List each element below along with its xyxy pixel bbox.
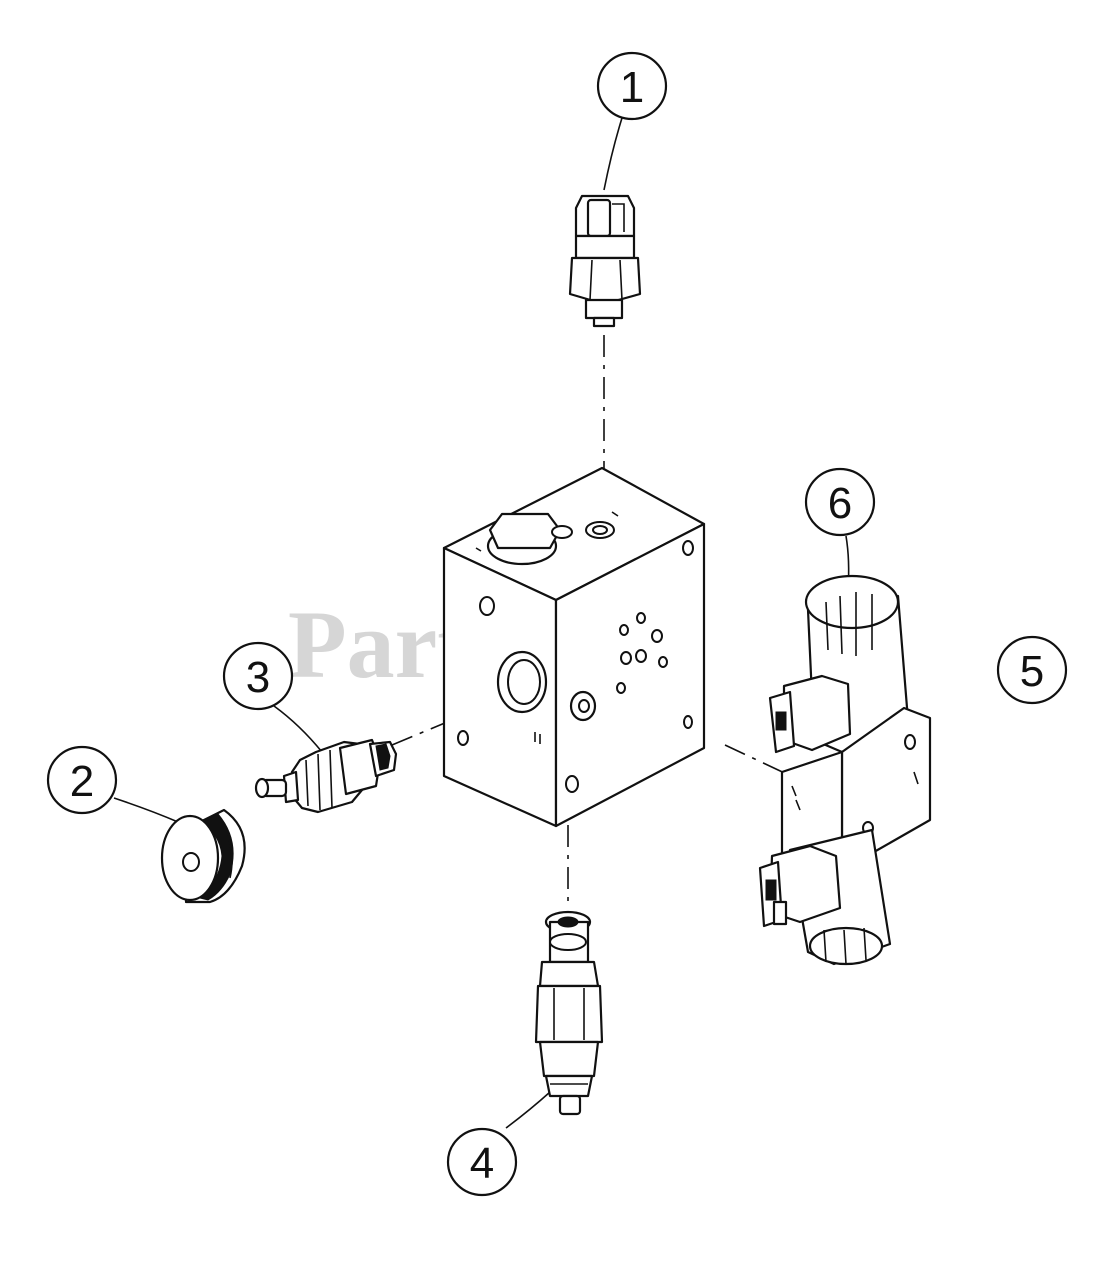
manifold-block-part [442, 466, 706, 828]
callout-4: 4 [446, 1127, 518, 1197]
leader-1 [603, 117, 623, 191]
callout-1-label: 1 [620, 63, 644, 112]
leader-3 [273, 705, 323, 753]
relief-valve-part [254, 738, 398, 814]
plug-part [160, 808, 246, 904]
callout-3-label: 3 [246, 653, 270, 702]
callout-2-label: 2 [70, 757, 94, 806]
callout-3: 3 [222, 641, 294, 711]
callout-1: 1 [596, 51, 668, 121]
callout-5: 5 [996, 635, 1068, 705]
pressure-sensor-part [568, 194, 642, 328]
callout-6: 6 [804, 467, 876, 537]
callout-4-label: 4 [470, 1139, 494, 1188]
callout-5-label: 5 [1020, 647, 1044, 696]
leader-2 [113, 797, 179, 823]
callout-6-label: 6 [828, 479, 852, 528]
solenoid-valve-part [758, 574, 932, 966]
cartridge-valve-part [534, 910, 604, 1116]
leader-4 [505, 1091, 551, 1129]
callout-2: 2 [46, 745, 118, 815]
